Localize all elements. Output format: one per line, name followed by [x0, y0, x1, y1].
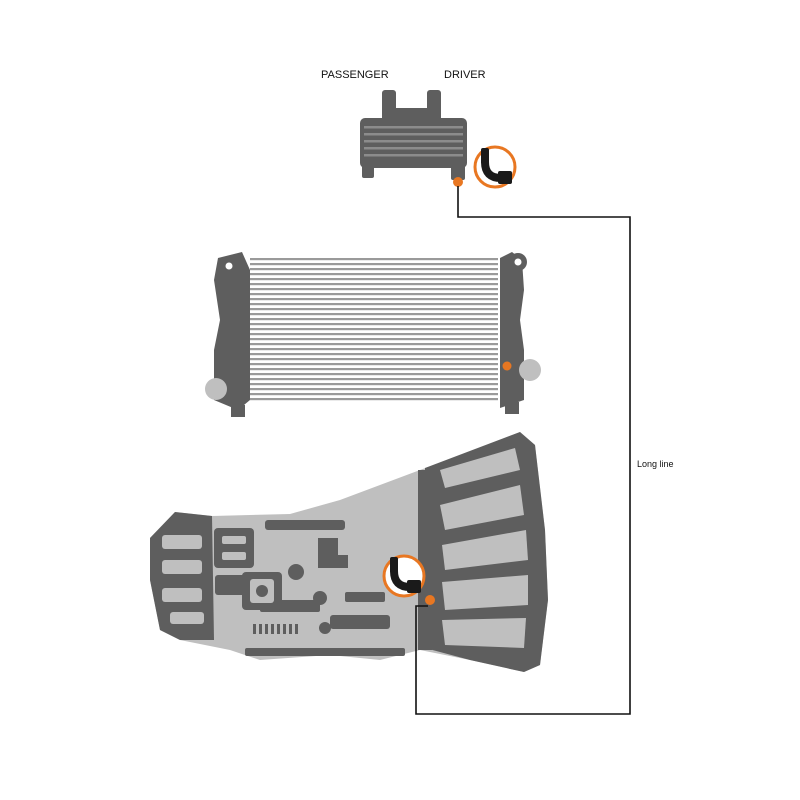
passenger-label: PASSENGER: [321, 69, 389, 81]
long-cooler-line: [415, 186, 631, 715]
transmission-port-marker: [425, 595, 435, 605]
driver-label: DRIVER: [444, 69, 486, 81]
transmission-fitting-callout: [382, 554, 426, 598]
fitting-icon: [390, 557, 421, 593]
transmission-cooler: [360, 90, 467, 180]
fitting-icon: [481, 148, 512, 184]
radiator-fins: [250, 258, 498, 401]
radiator-port-marker: [502, 361, 512, 371]
cooler-port-marker: [453, 177, 463, 187]
transmission: [150, 432, 548, 672]
cooler-fitting-callout: [473, 145, 517, 189]
long-line-label: Long line: [637, 459, 674, 469]
radiator: [205, 252, 541, 417]
